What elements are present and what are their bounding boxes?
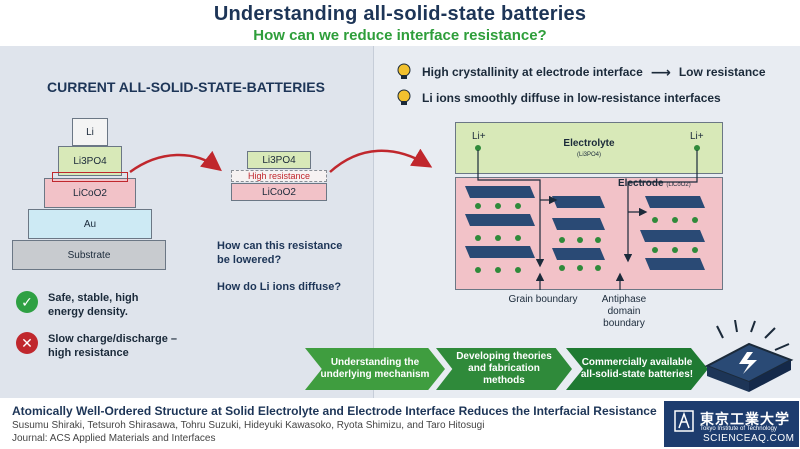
- status-bad-text: Slow charge/discharge – high resistance: [48, 333, 177, 359]
- antiphase-boundary-label: Antiphase domain boundary: [601, 294, 647, 329]
- university-logo: 東京工業大学 Tokyo Institute of Technology: [664, 401, 799, 447]
- logo-japanese-name: 東京工業大学: [700, 411, 790, 427]
- grain-boundary-label: Grain boundary: [508, 294, 578, 305]
- zoom-licoo-label: LiCoO2: [262, 186, 296, 198]
- zoom-licoo: LiCoO2: [231, 183, 327, 201]
- layer-li-label: Li: [86, 126, 94, 138]
- logo-english-name: Tokyo Institute of Technology: [700, 426, 777, 432]
- electrolyte-layer: Electrolyte (Li3PO4): [455, 122, 723, 174]
- electrolyte-label: Electrolyte: [563, 138, 615, 149]
- page-subtitle: How can we reduce interface resistance?: [253, 27, 547, 44]
- check-icon: ✓: [16, 291, 38, 313]
- grain: [465, 246, 535, 258]
- bullet-crystallinity: High crystallinity at electrode interfac…: [396, 63, 766, 81]
- left-heading: CURRENT ALL-SOLID-STATE-BATTERIES: [47, 79, 325, 95]
- li-ion-label-right: Li+: [690, 131, 704, 142]
- zoom-lipo: Li3PO4: [247, 151, 311, 169]
- layer-lipo: Li3PO4: [58, 146, 122, 176]
- cross-icon: ✕: [16, 332, 38, 354]
- arrow-to-right: [329, 148, 433, 173]
- grain: [465, 214, 535, 226]
- lightbulb-icon: [397, 63, 411, 79]
- watermark: SCIENCEAQ.COM: [703, 433, 795, 444]
- arrow-to-zoom: [129, 150, 222, 174]
- li-ions: [475, 145, 700, 273]
- bullet-diffusion-text: Li ions smoothly diffuse in low-resistan…: [422, 91, 721, 105]
- high-resistance-label: High resistance: [231, 170, 327, 182]
- electrode-sublabel: (LiCoO2): [666, 182, 691, 188]
- layer-substrate-label: Substrate: [67, 249, 111, 261]
- bullet-crystallinity-left: High crystallinity at electrode interfac…: [422, 65, 643, 79]
- question-diffusion: How do Li ions diffuse?: [217, 281, 342, 293]
- electrolyte-sublabel: (Li3PO4): [576, 152, 601, 158]
- paper-authors: Susumu Shiraki, Tetsuroh Shirasawa, Tohr…: [12, 420, 485, 431]
- grain: [640, 230, 705, 242]
- layer-licoo-label: LiCoO2: [73, 187, 107, 199]
- grain: [465, 186, 535, 198]
- page-title: Understanding all-solid-state batteries: [213, 3, 587, 25]
- li-diffusion-paths: [477, 150, 698, 290]
- bullet-crystallinity-right: Low resistance: [678, 65, 766, 79]
- layer-lipo-label: Li3PO4: [73, 155, 107, 167]
- grain: [552, 218, 605, 230]
- arrow-right-icon: ⟶: [650, 63, 671, 80]
- layer-li: Li: [72, 118, 108, 146]
- layer-au-label: Au: [83, 218, 97, 230]
- university-emblem-icon: [674, 410, 694, 432]
- electrode-label: Electrode (LiCoO2): [618, 178, 691, 189]
- li-ion-label-left: Li+: [472, 131, 486, 142]
- grain: [552, 248, 605, 260]
- lightbulb-icon: [397, 89, 411, 105]
- status-bad: ✕ Slow charge/discharge – high resistanc…: [16, 332, 188, 360]
- header: Understanding all-solid-state batteries …: [0, 0, 800, 46]
- zoom-lipo-label: Li3PO4: [262, 154, 296, 166]
- status-ok-text: Safe, stable, high energy density.: [48, 292, 139, 318]
- battery-lightning-icon: [704, 320, 794, 392]
- interface-highlight: [52, 172, 128, 182]
- crystal-grains: [465, 186, 705, 270]
- grain: [645, 258, 705, 270]
- layer-substrate: Substrate: [12, 240, 166, 270]
- grain: [645, 196, 705, 208]
- flow-step-theories: Developing theories and fabrication meth…: [436, 348, 572, 390]
- paper-title: Atomically Well-Ordered Structure at Sol…: [12, 404, 657, 418]
- electrode-label-text: Electrode: [618, 178, 664, 189]
- flow-step-commercial: Commercially available all-solid-state b…: [566, 348, 708, 390]
- paper-journal: Journal: ACS Applied Materials and Inter…: [12, 433, 216, 444]
- status-ok: ✓ Safe, stable, high energy density.: [16, 291, 168, 319]
- flow-step-mechanism: Understanding the underlying mechanism: [305, 348, 445, 390]
- grain: [552, 196, 605, 208]
- question-resistance: How can this resistance be lowered?: [217, 240, 343, 266]
- layer-au: Au: [28, 209, 152, 239]
- bullet-diffusion: Li ions smoothly diffuse in low-resistan…: [396, 89, 721, 107]
- layer-licoo: LiCoO2: [44, 178, 136, 208]
